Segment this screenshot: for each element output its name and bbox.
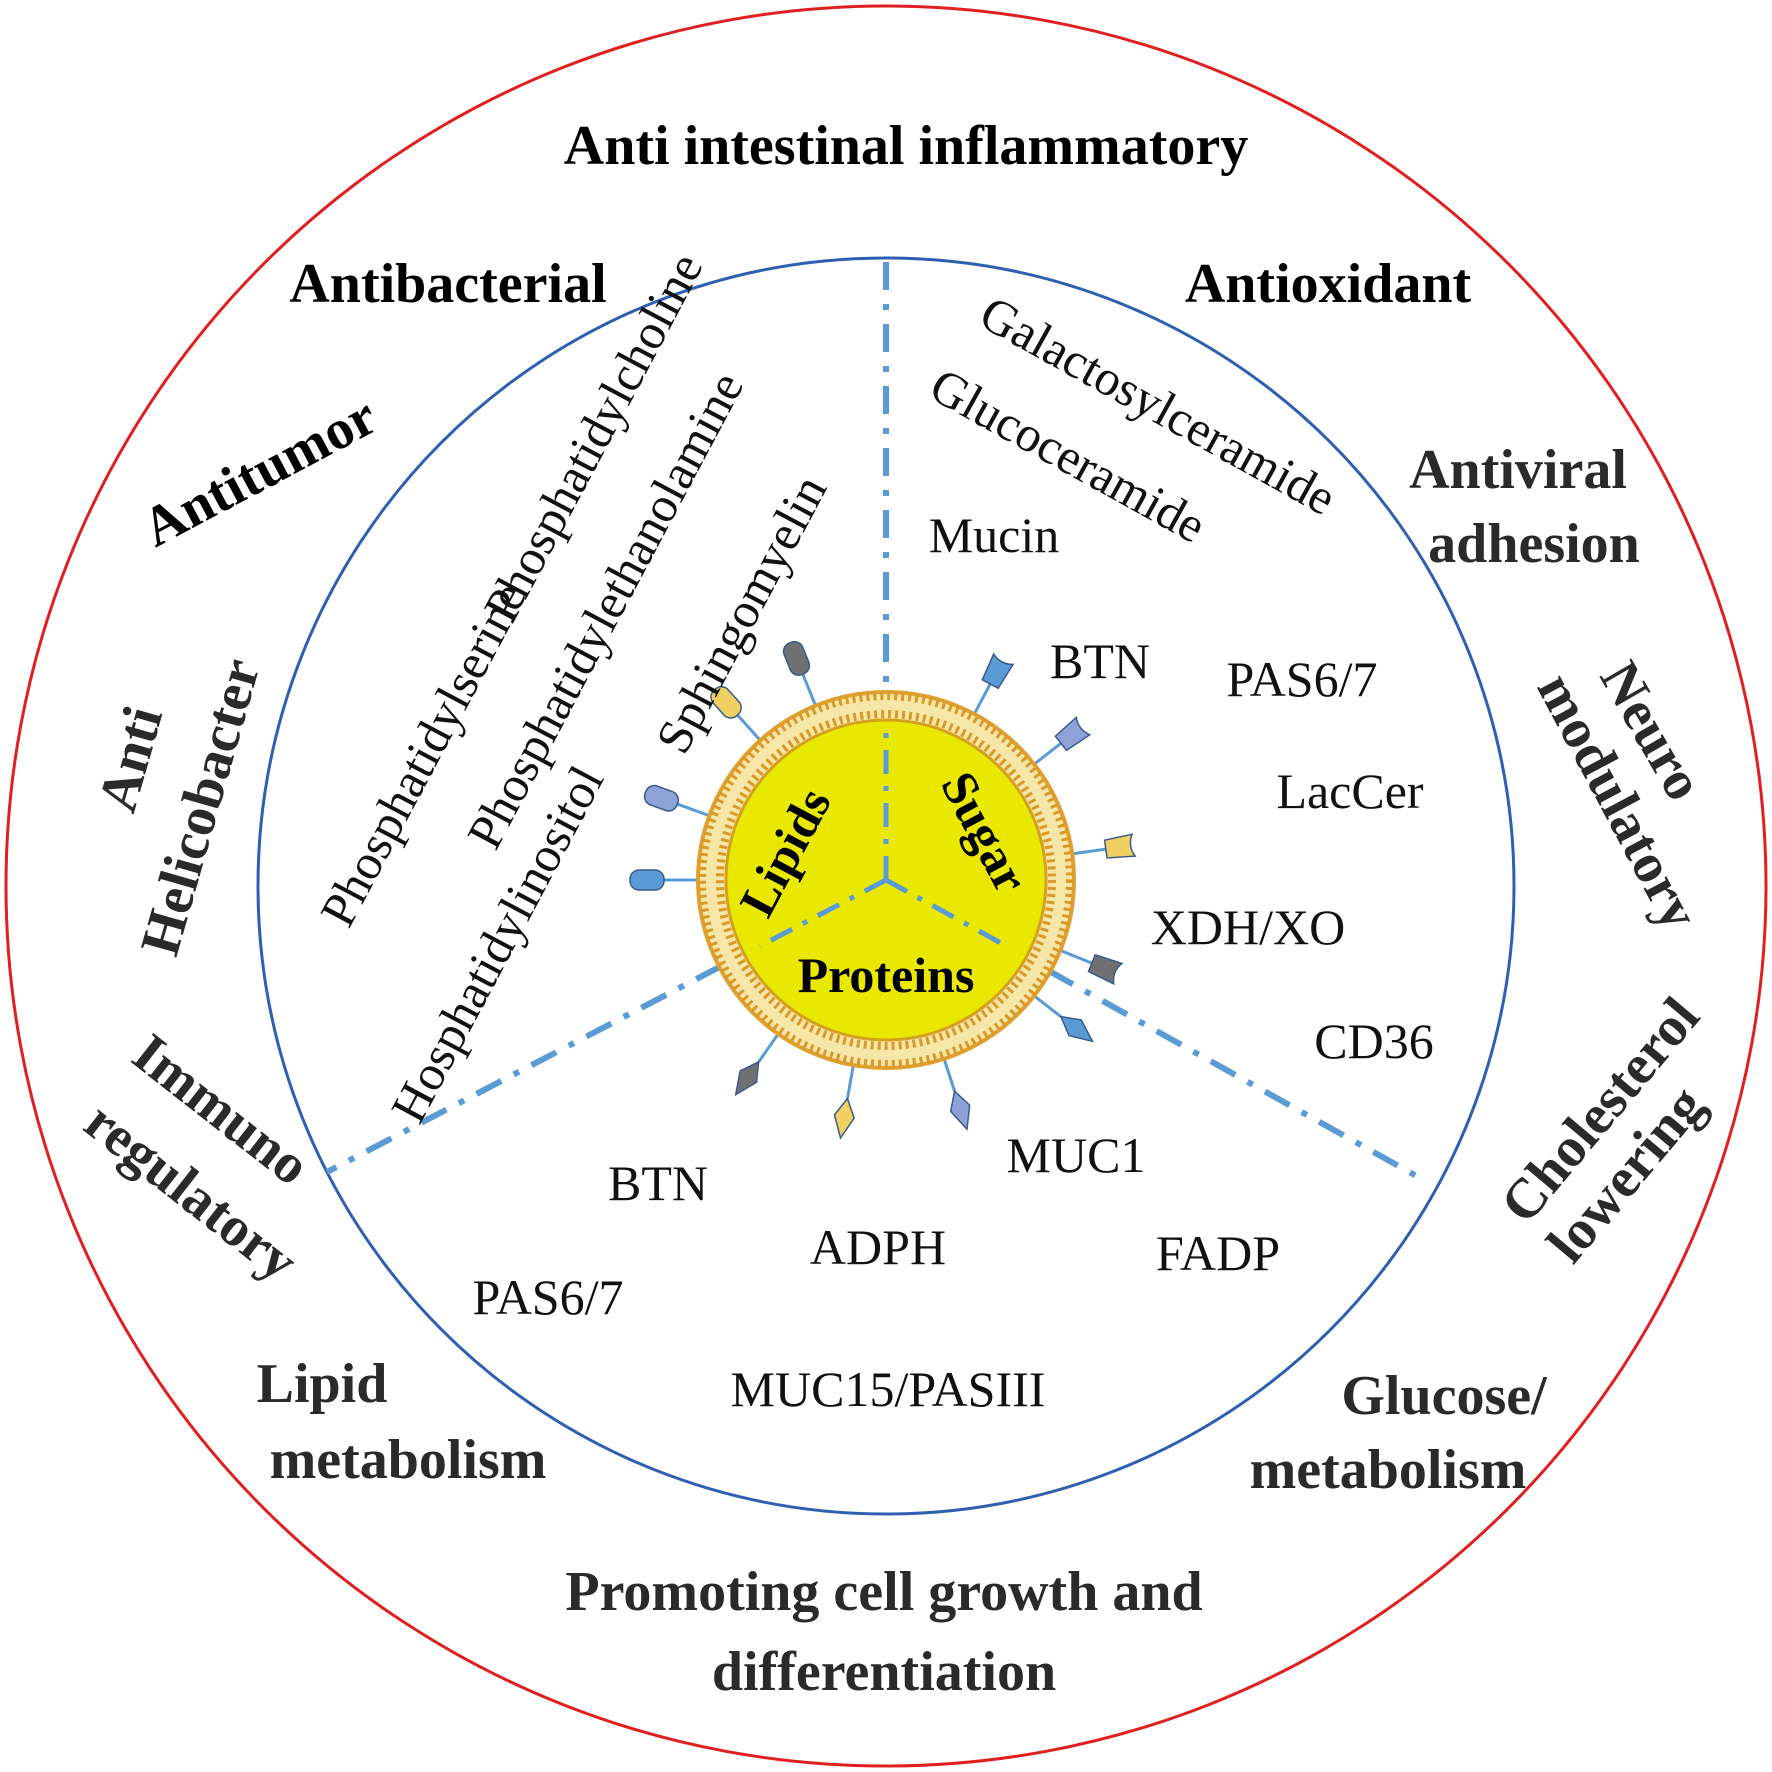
outer-ring (4, 4, 1768, 1768)
receptor-stem (971, 683, 992, 717)
core-label-proteins: Proteins (798, 947, 975, 1003)
receptor-stem (736, 714, 763, 743)
receptor-head (833, 1097, 856, 1140)
receptor-diamond (942, 1056, 971, 1131)
function-antibacterial: Antibacterial (289, 253, 606, 315)
sugar-item-laccer: LacCer (1276, 763, 1423, 819)
receptor-head (949, 1089, 971, 1131)
receptor-cup (1057, 948, 1124, 986)
sugar-item-pas67: PAS6/7 (1226, 651, 1377, 707)
core-divider-right (884, 877, 1012, 951)
receptor-stem (1069, 847, 1107, 856)
receptor-stem (1031, 742, 1062, 767)
function-lipid-metab-line2: metabolism (270, 1429, 547, 1491)
receptor-cap (710, 686, 763, 743)
receptor-stem (757, 1031, 781, 1063)
receptor-stem (676, 802, 712, 818)
core-dividers (758, 730, 1012, 951)
receptor-head (629, 869, 665, 891)
divider-right (884, 877, 1422, 1181)
protein-item-muc15-pasiii: MUC15/PASIII (731, 1361, 1046, 1417)
function-promoting-line2: differentiation (712, 1641, 1056, 1703)
receptor-stem (845, 1062, 856, 1099)
receptor-cup (1069, 833, 1137, 859)
receptor-head (710, 686, 742, 719)
sugar-item-btn: BTN (1050, 633, 1150, 689)
protein-item-adph: ADPH (810, 1219, 946, 1275)
receptor-head (734, 1060, 760, 1097)
receptor-head (1054, 715, 1092, 752)
receptor-cup (971, 652, 1015, 717)
receptor-head (1059, 1015, 1094, 1043)
sugar-item-mucin: Mucin (929, 507, 1060, 563)
receptor-diamond (1031, 993, 1094, 1043)
receptor-stem (1031, 993, 1062, 1018)
receptor-cap (782, 640, 818, 709)
function-anti-intestinal: Anti intestinal inflammatory (564, 115, 1248, 177)
membrane-receptors (629, 640, 1137, 1140)
membrane-inner-dots (716, 710, 1056, 1050)
function-lipid-metab-line1: Lipid (257, 1353, 388, 1415)
receptor-head (782, 640, 811, 676)
function-antiviral-line2: adhesion (1428, 513, 1640, 575)
receptor-cup (1031, 715, 1092, 767)
protein-item-muc1: MUC1 (1007, 1127, 1146, 1183)
receptor-head (1087, 953, 1124, 986)
function-antioxidant: Antioxidant (1185, 253, 1472, 315)
receptor-diamond (734, 1031, 781, 1097)
function-anti-helicobacter-line2: Helicobacter (129, 652, 273, 962)
protein-item-btn: BTN (608, 1155, 708, 1211)
core-divider-left (758, 877, 888, 949)
membrane-outer-dots (698, 692, 1074, 1068)
function-anti-helicobacter-line1: Anti (86, 700, 175, 819)
sugar-item-cd36: CD36 (1314, 1013, 1433, 1069)
function-glucose-metab-line2: metabolism (1250, 1439, 1527, 1501)
inner-ring (256, 256, 1516, 1516)
receptor-stem (942, 1056, 957, 1092)
function-promoting-line1: Promoting cell growth and (565, 1561, 1202, 1623)
receptor-diamond (833, 1062, 856, 1140)
receptor-head (1103, 833, 1137, 859)
sugar-item-xdh-xo: XDH/XO (1151, 899, 1345, 955)
receptor-head (643, 784, 680, 812)
receptor-cap (629, 869, 700, 891)
function-glucose-metab-line1: Glucose/ (1341, 1365, 1548, 1427)
receptor-stem (1057, 948, 1093, 965)
protein-item-fadp: FADP (1156, 1225, 1280, 1281)
function-antitumor: Antitumor (132, 385, 386, 560)
function-antiviral-line1: Antiviral (1409, 439, 1627, 501)
receptor-head (981, 652, 1015, 690)
protein-item-pas67: PAS6/7 (472, 1269, 623, 1325)
receptor-stem (801, 673, 818, 709)
receptor-cap (643, 784, 712, 818)
